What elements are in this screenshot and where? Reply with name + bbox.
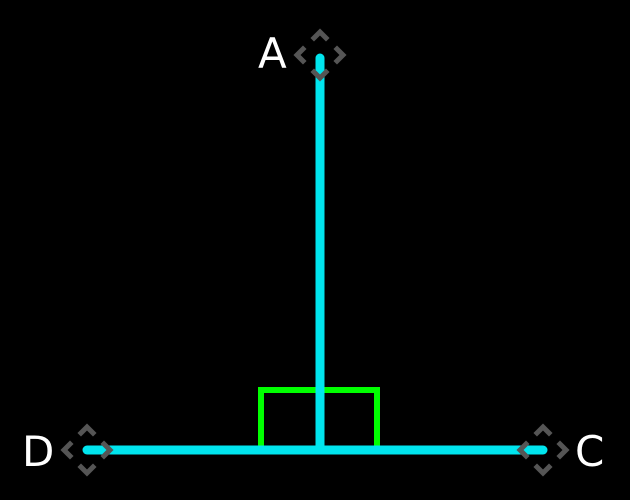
move-arrows-icon <box>60 423 114 477</box>
move-arrows-icon <box>516 423 570 477</box>
point-d-handle[interactable] <box>60 423 114 477</box>
point-label-a: A <box>258 29 287 78</box>
point-label-c: C <box>575 427 604 476</box>
point-a-handle[interactable] <box>293 28 347 82</box>
point-c-handle[interactable] <box>516 423 570 477</box>
move-arrows-icon <box>293 28 347 82</box>
point-label-d: D <box>22 427 54 476</box>
